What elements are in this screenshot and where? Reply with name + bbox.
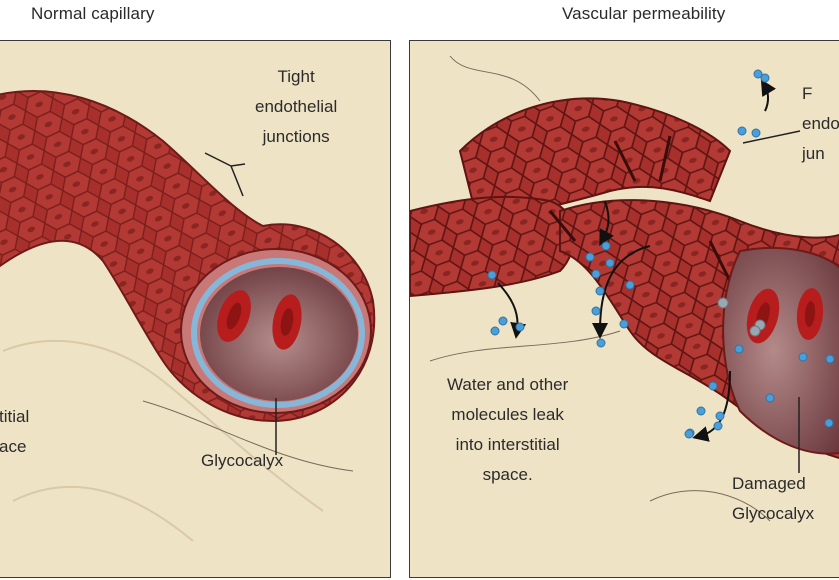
permeable-capillary-illustration	[410, 55, 839, 522]
left-panel-title: Normal capillary	[31, 4, 155, 23]
damaged-glycocalyx-label: Damaged Glycocalyx	[732, 474, 815, 523]
glycocalyx-label: Glycocalyx	[201, 451, 284, 470]
normal-capillary-illustration	[0, 90, 376, 542]
right-panel-title: Vascular permeability	[562, 4, 726, 23]
junctions-leader	[742, 130, 801, 144]
vascular-permeability-panel: F endo jun Water and other molecules lea…	[409, 40, 839, 578]
water-molecules	[487, 69, 835, 439]
interstitial-space-label: titial ace	[0, 407, 30, 456]
junctions-leader	[204, 152, 246, 197]
tight-junctions-label: Tight endothelial junctions	[255, 67, 338, 146]
leak-description-label: Water and other molecules leak into inte…	[447, 375, 569, 484]
junctions-label: F endo jun	[802, 84, 839, 163]
normal-capillary-panel: Tight endothelial junctions titial ace G…	[0, 40, 391, 578]
protein-molecules	[717, 297, 766, 337]
glycocalyx-layer	[191, 258, 365, 408]
